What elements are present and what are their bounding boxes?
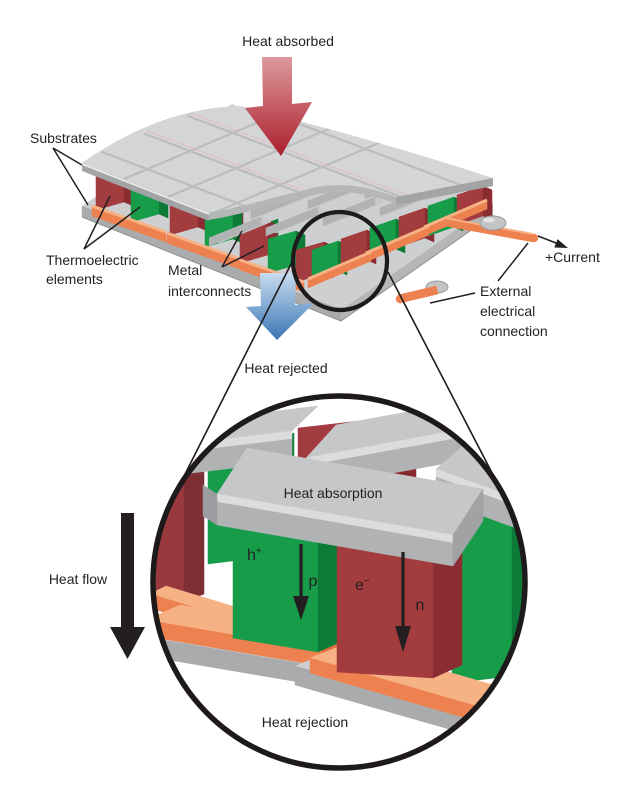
label-heat-rejection: Heat rejection xyxy=(262,714,348,730)
label-substrates: Substrates xyxy=(30,130,97,146)
label-external-2: electrical xyxy=(480,303,535,319)
module-labels: Heat absorbed Substrates Thermoelectric … xyxy=(30,33,600,376)
label-heat-rejected: Heat rejected xyxy=(244,360,327,376)
inset-top-interconnect xyxy=(202,447,484,567)
heat-absorbed-arrow-icon xyxy=(245,57,312,156)
pointer-line xyxy=(83,206,141,250)
label-hole-carrier: h+ xyxy=(247,546,262,564)
heat-rejected-arrow-icon xyxy=(246,273,314,340)
heat-flow: Heat flow xyxy=(49,513,145,659)
label-current: +Current xyxy=(545,249,600,265)
inset-n-pillar xyxy=(336,536,463,679)
label-heat-flow: Heat flow xyxy=(49,571,108,587)
pointer-line xyxy=(497,242,529,282)
magnifier-link-lines xyxy=(172,261,505,499)
label-thermoelectric-1: Thermoelectric xyxy=(46,252,139,268)
label-electron-carrier: e− xyxy=(355,576,370,594)
label-thermoelectric-2: elements xyxy=(46,271,103,287)
interconnect-bar xyxy=(209,216,272,247)
label-heat-absorbed: Heat absorbed xyxy=(242,33,334,49)
label-metal-2: interconnects xyxy=(168,283,251,299)
label-metal-1: Metal xyxy=(168,262,202,278)
label-n-type: n xyxy=(416,597,425,614)
label-external-3: connection xyxy=(480,323,548,339)
external-tab-bottom xyxy=(395,280,449,304)
n-carrier-arrow-icon xyxy=(395,552,411,652)
inset-labels: Heat absorption Heat rejection h+ p e− n xyxy=(247,485,424,730)
pointer-line xyxy=(221,230,243,268)
pointer-line xyxy=(221,245,265,268)
pointer-line xyxy=(429,292,476,304)
current-arrow-icon xyxy=(537,235,568,248)
label-external-1: External xyxy=(480,283,531,299)
label-heat-absorption: Heat absorption xyxy=(284,485,383,501)
pointer-line xyxy=(52,147,89,206)
label-p-type: p xyxy=(309,573,318,590)
external-tab-top xyxy=(444,215,539,243)
pointer-line xyxy=(83,195,111,250)
solder-joint xyxy=(479,215,507,231)
highlight-ellipse xyxy=(290,209,390,313)
heat-flow-arrow-icon xyxy=(110,513,145,659)
p-carrier-arrow-icon xyxy=(293,544,309,620)
module-3d-view xyxy=(81,57,539,340)
pointer-line xyxy=(52,147,83,166)
inset-circle-outline xyxy=(150,393,528,771)
